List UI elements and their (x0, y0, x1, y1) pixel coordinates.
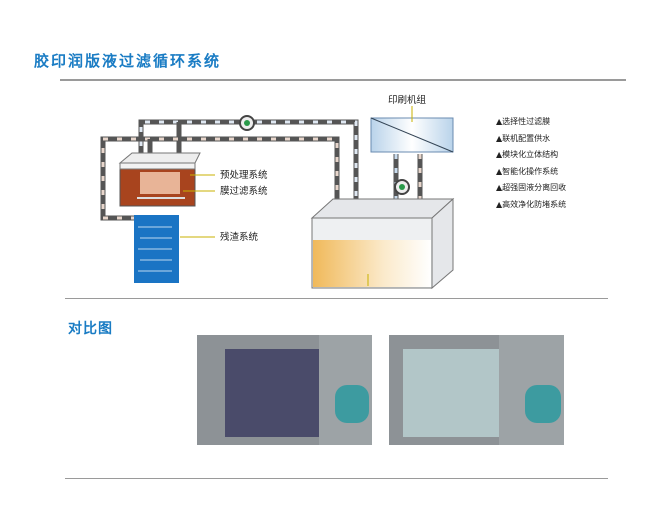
supply-tank (310, 197, 455, 290)
label-residue: 残渣系统 (220, 231, 259, 243)
feature-list: ▲选择性过滤膜 ▲联机配置供水 ▲模块化立体结构 ▲智能化操作系统 ▲超强固液分… (496, 114, 566, 214)
divider (65, 298, 608, 299)
pretreatment-tank (118, 152, 201, 207)
after-photo (389, 335, 564, 445)
filtration-diagram: 印刷机组 预处理系统 膜过滤系统 残渣系统 (100, 94, 455, 290)
before-photo (197, 335, 372, 445)
page-title: 胶印润版液过滤循环系统 (34, 52, 222, 70)
divider (60, 79, 626, 81)
pump-icon (394, 179, 410, 195)
comparison-title: 对比图 (68, 321, 113, 337)
pump-icon (239, 115, 255, 131)
feature-item: ▲选择性过滤膜 (496, 117, 551, 126)
divider (65, 478, 608, 479)
feature-item: ▲高效净化防堵系统 (496, 199, 567, 209)
residue-tank (134, 215, 179, 283)
label-pretreatment: 预处理系统 (220, 169, 268, 181)
feature-item: ▲模块化立体结构 (496, 150, 559, 160)
red-pipe (100, 136, 340, 248)
printing-press (370, 117, 454, 153)
label-membrane: 膜过滤系统 (220, 185, 268, 197)
label-press: 印刷机组 (388, 94, 427, 106)
feature-item: ▲超强固液分离回收 (496, 183, 567, 193)
feature-item: ▲联机配置供水 (496, 133, 551, 143)
feature-item: ▲智能化操作系统 (496, 166, 559, 176)
